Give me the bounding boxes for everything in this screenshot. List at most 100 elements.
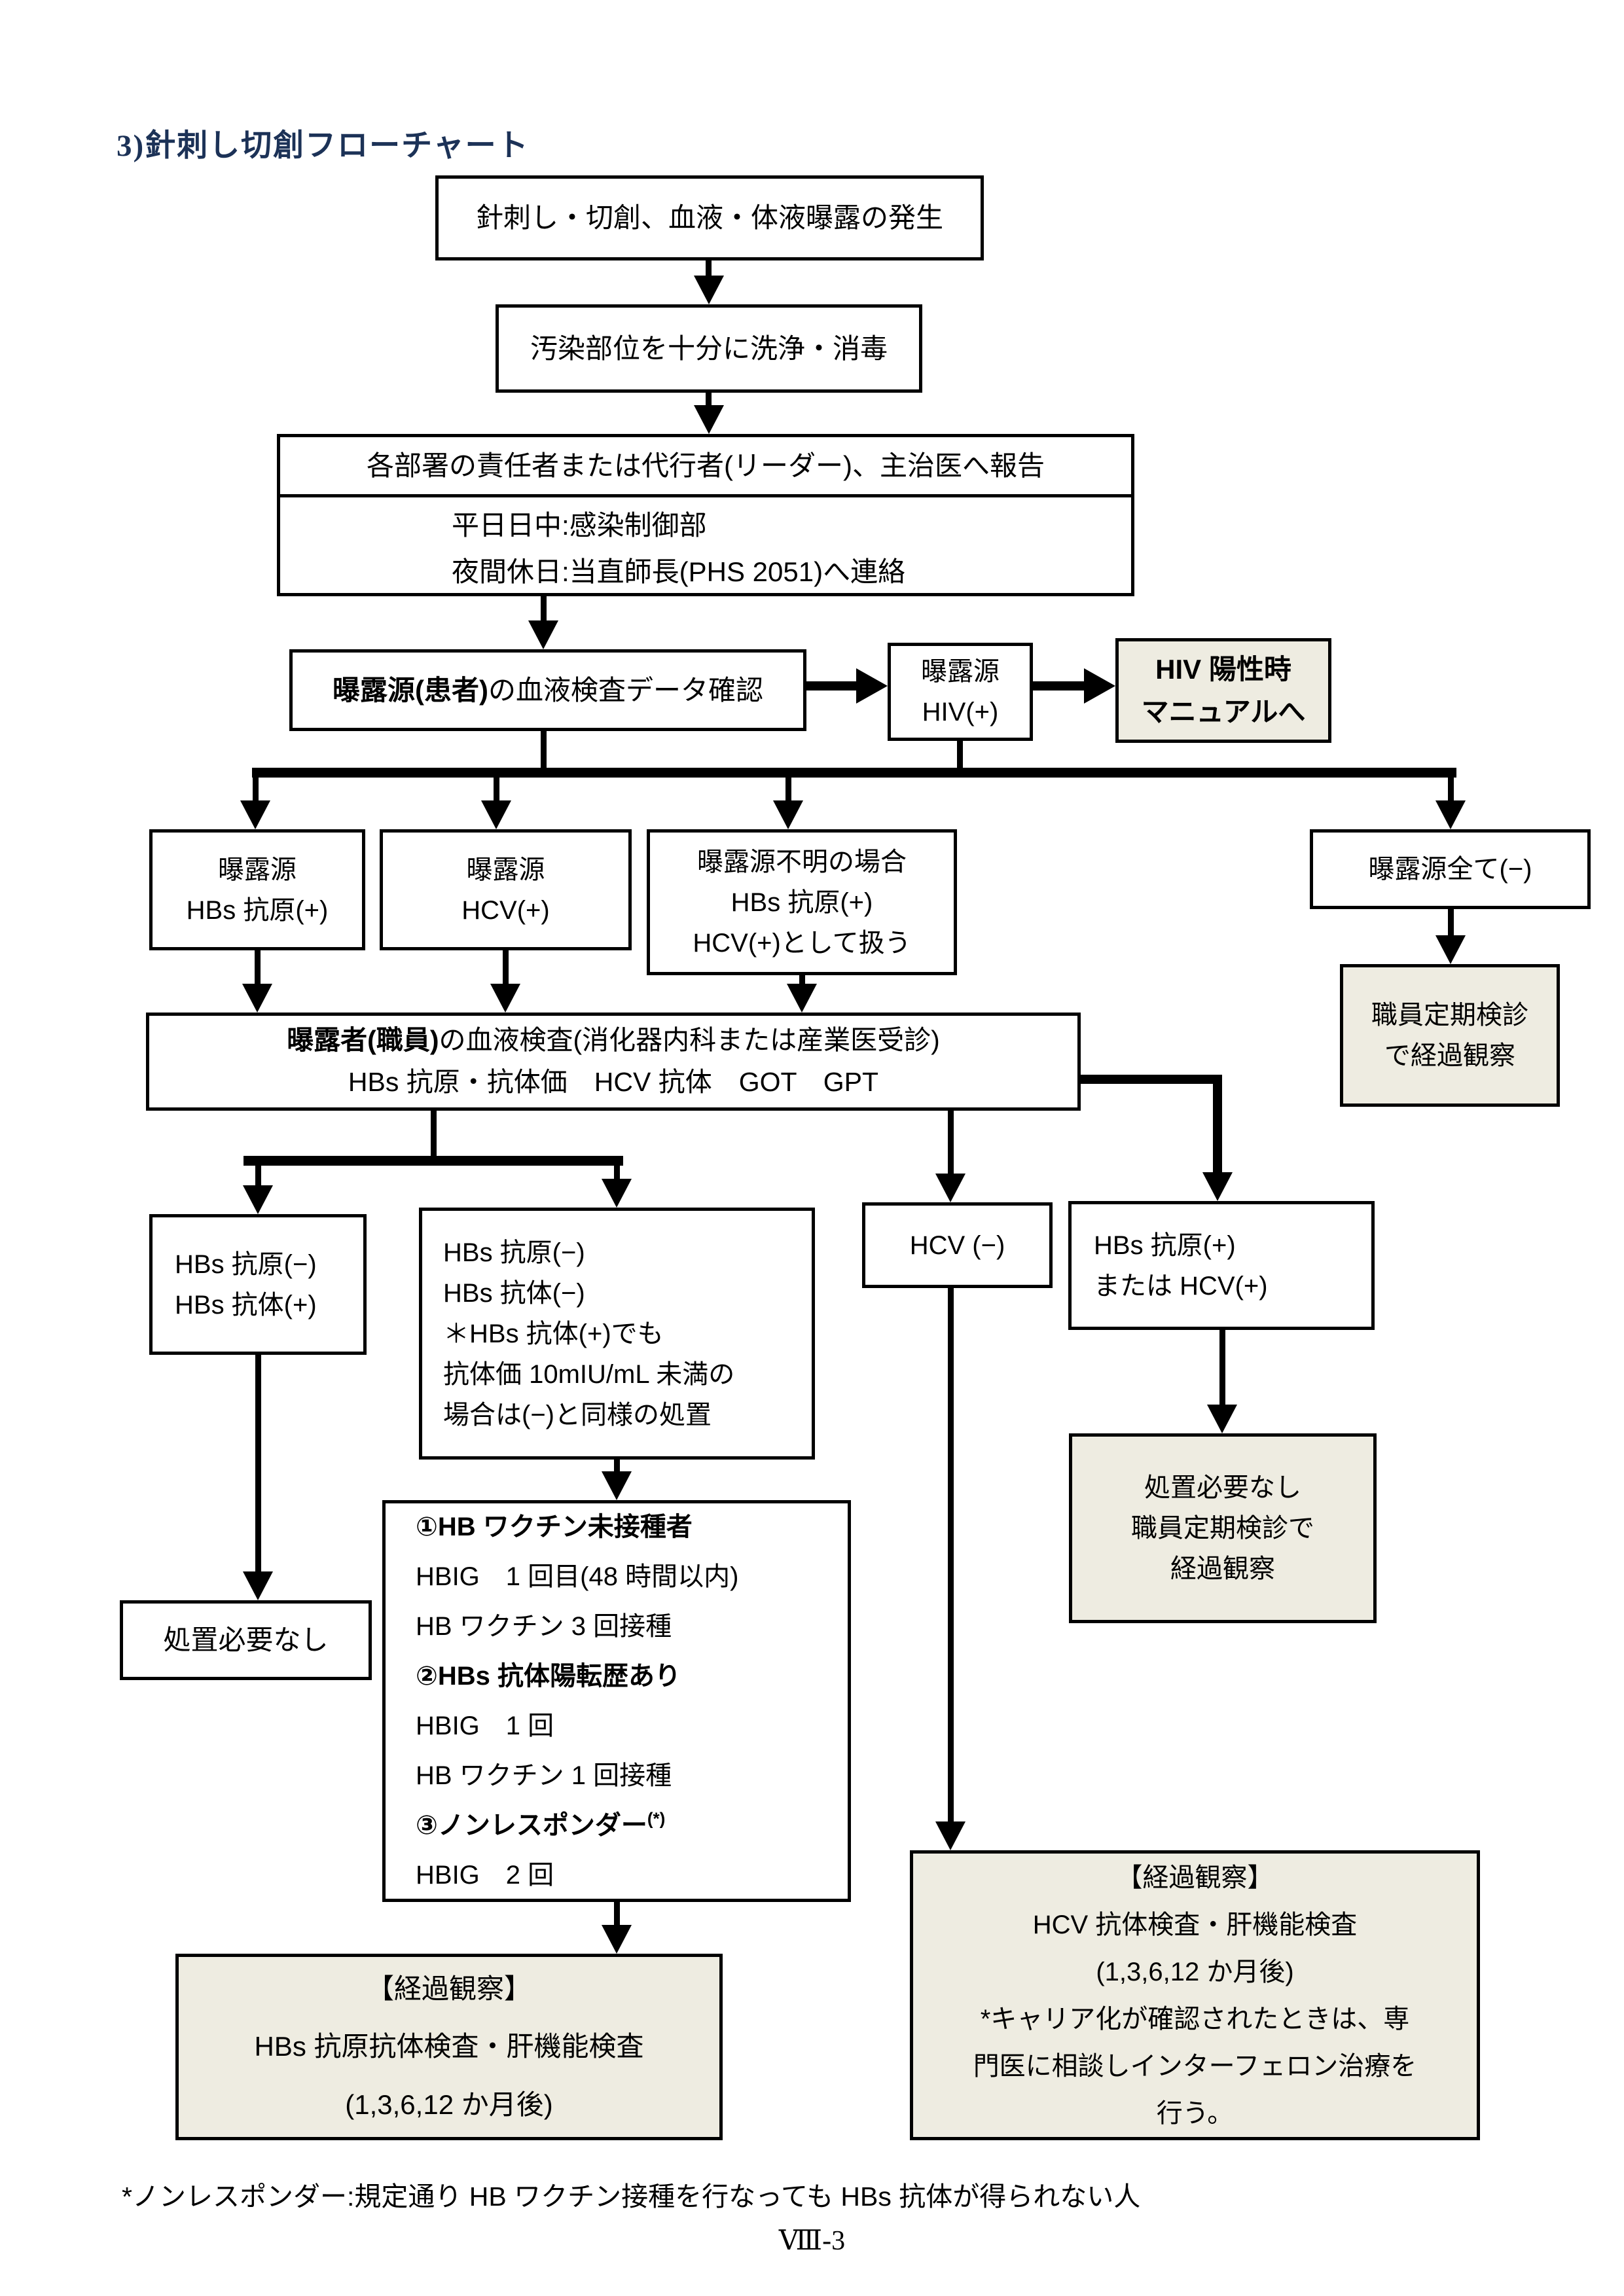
box-text: HBs 抗原(−)	[443, 1238, 585, 1267]
connector-line	[948, 1287, 954, 1825]
box-no-treatment-periodic: 処置必要なし 職員定期検診で 経過観察	[1069, 1433, 1377, 1623]
box-source-hbs-positive: 曝露源 HBs 抗原(+)	[149, 829, 365, 950]
arrow-down-icon	[1435, 800, 1466, 829]
box-text: 門医に相談しインターフェロン治療を	[973, 2051, 1417, 2081]
box-text: HCV (−)	[909, 1230, 1005, 1260]
box-text: HBs 抗原・抗体価 HCV 抗体 GOT GPT	[348, 1067, 879, 1097]
arrow-down-icon	[243, 1185, 273, 1214]
arrow-down-icon	[602, 1471, 632, 1500]
box-text: 各部署の責任者または代行者(リーダー)、主治医へ報告	[367, 450, 1045, 481]
box-text: 汚染部位を十分に洗浄・消毒	[530, 332, 888, 364]
connector-line	[706, 260, 712, 278]
box-periodic-checkup: 職員定期検診 で経過観察	[1340, 964, 1560, 1107]
box-text: HBIG 1 回目(48 時間以内)	[416, 1562, 739, 1591]
footnote: *ノンレスポンダー:規定通り HB ワクチン接種を行なっても HBs 抗体が得ら…	[122, 2181, 1141, 2212]
box-text: 曝露源	[466, 855, 545, 884]
box-hbs-antigen-neg-antibody-neg: HBs 抗原(−) HBs 抗体(−) ＊HBs 抗体(+)でも 抗体価 10m…	[419, 1208, 815, 1460]
box-text-main: ③ノンレスポンダー	[416, 1811, 647, 1840]
box-text: 曝露源(患者)の血液検査データ確認	[333, 669, 763, 711]
arrow-down-icon	[694, 276, 724, 304]
connector-line	[806, 681, 859, 691]
connector-line	[706, 391, 712, 407]
box-exposure-occurrence: 針刺し・切創、血液・体液曝露の発生	[435, 175, 984, 260]
box-text: 行う。	[1156, 2098, 1234, 2128]
connector-line	[255, 949, 261, 986]
connector-line	[614, 1164, 620, 1181]
box-text: HCV(+)として扱う	[693, 928, 911, 958]
box-text: (1,3,6,12 か月後)	[1096, 1957, 1294, 1986]
box-text-rest: の血液検査データ確認	[488, 674, 763, 706]
box-text: HBIG 2 回	[416, 1861, 554, 1890]
connector-line	[255, 1354, 261, 1575]
box-text: HB ワクチン 1 回接種	[416, 1761, 672, 1790]
box-text: HIV 陽性時	[1155, 653, 1291, 685]
box-text-bold: 曝露源(患者)	[333, 674, 488, 706]
report-weekday: 平日日中:感染制御部	[452, 509, 707, 541]
connector-line	[614, 1901, 620, 1928]
report-night: 夜間休日:当直師長(PHS 2051)へ連絡	[452, 556, 906, 587]
box-text: 【経過観察】	[366, 1973, 532, 2005]
box-text: HCV 抗体検査・肝機能検査	[1032, 1910, 1358, 1939]
box-text: HBs 抗原(+)	[186, 895, 329, 925]
box-text: HBs 抗原抗体検査・肝機能検査	[254, 2031, 644, 2062]
box-wash-disinfect: 汚染部位を十分に洗浄・消毒	[496, 304, 922, 393]
box-text: HBs 抗原(−)	[175, 1249, 317, 1279]
box-text: HBs 抗原(+)	[1094, 1230, 1236, 1260]
report-heading: 各部署の責任者または代行者(リーダー)、主治医へ報告	[280, 437, 1131, 497]
connector-line	[431, 1110, 437, 1159]
box-text: 職員定期検診	[1371, 1001, 1528, 1030]
box-text: (1,3,6,12 か月後)	[345, 2089, 553, 2120]
box-text: 曝露者(職員)の血液検査(消化器内科または産業医受診)	[287, 1020, 940, 1062]
box-text-sup: (*)	[647, 1808, 666, 1829]
box-text: *キャリア化が確認されたときは、専	[980, 2004, 1410, 2034]
arrow-down-icon	[243, 1571, 273, 1600]
connector-line	[1448, 908, 1454, 937]
box-source-hcv-positive: 曝露源 HCV(+)	[380, 829, 632, 950]
box-text: 曝露源全て(−)	[1368, 855, 1532, 884]
arrow-down-icon	[1202, 1172, 1233, 1201]
box-text: 場合は(−)と同様の処置	[443, 1400, 712, 1429]
page-title: 3)針刺し切創フローチャート	[117, 129, 530, 163]
arrow-down-icon	[773, 800, 803, 829]
box-text: 曝露源不明の場合	[697, 847, 907, 876]
arrow-right-icon	[1084, 668, 1115, 704]
box-text: 抗体価 10mIU/mL 未満の	[443, 1359, 735, 1389]
arrow-down-icon	[481, 800, 511, 829]
box-text: ③ノンレスポンダー(*)	[416, 1801, 665, 1850]
box-text: HIV(+)	[922, 698, 999, 726]
box-text: ②HBs 抗体陽転歴あり	[416, 1662, 681, 1691]
arrow-down-icon	[240, 800, 270, 829]
box-hb-vaccine-protocol: ①HB ワクチン未接種者 HBIG 1 回目(48 時間以内) HB ワクチン …	[382, 1500, 851, 1902]
arrow-down-icon	[1435, 935, 1466, 964]
report-contacts: 平日日中:感染制御部 夜間休日:当直師長(PHS 2051)へ連絡	[280, 497, 1131, 593]
box-text: マニュアルへ	[1141, 696, 1306, 727]
box-followup-hcv: 【経過観察】 HCV 抗体検査・肝機能検査 (1,3,6,12 か月後) *キャ…	[910, 1850, 1480, 2140]
arrow-right-icon	[856, 668, 888, 704]
arrow-down-icon	[490, 984, 520, 1013]
connector-line	[1219, 1329, 1225, 1407]
box-worker-blood-check: 曝露者(職員)の血液検査(消化器内科または産業医受診) HBs 抗原・抗体価 H…	[146, 1013, 1081, 1111]
connector-line	[785, 776, 791, 802]
box-source-unknown: 曝露源不明の場合 HBs 抗原(+) HCV(+)として扱う	[647, 829, 957, 975]
box-hbs-antigen-neg-antibody-pos: HBs 抗原(−) HBs 抗体(+)	[149, 1214, 367, 1355]
box-report: 各部署の責任者または代行者(リーダー)、主治医へ報告 平日日中:感染制御部 夜間…	[277, 434, 1134, 596]
page-number: Ⅷ-3	[778, 2226, 846, 2256]
connector-line	[614, 1458, 620, 1474]
connector-line	[255, 1164, 261, 1188]
branch-bar	[252, 768, 1456, 778]
box-text-bold: 曝露者(職員)	[287, 1025, 439, 1056]
arrow-down-icon	[528, 620, 558, 649]
box-text: 【経過観察】	[1116, 1863, 1274, 1892]
branch-bar	[244, 1156, 623, 1166]
box-text: 処置必要なし	[1144, 1473, 1301, 1502]
box-text: または HCV(+)	[1094, 1271, 1268, 1300]
box-source-hiv-positive: 曝露源 HIV(+)	[888, 643, 1033, 741]
box-text: 曝露源	[218, 855, 297, 884]
connector-line	[799, 974, 805, 986]
connector-line	[541, 596, 547, 624]
box-source-all-negative: 曝露源全て(−)	[1310, 829, 1591, 909]
box-text: HBs 抗体(−)	[443, 1278, 585, 1308]
connector-line	[1448, 776, 1454, 802]
arrow-down-icon	[602, 1925, 632, 1954]
arrow-down-icon	[694, 405, 724, 434]
